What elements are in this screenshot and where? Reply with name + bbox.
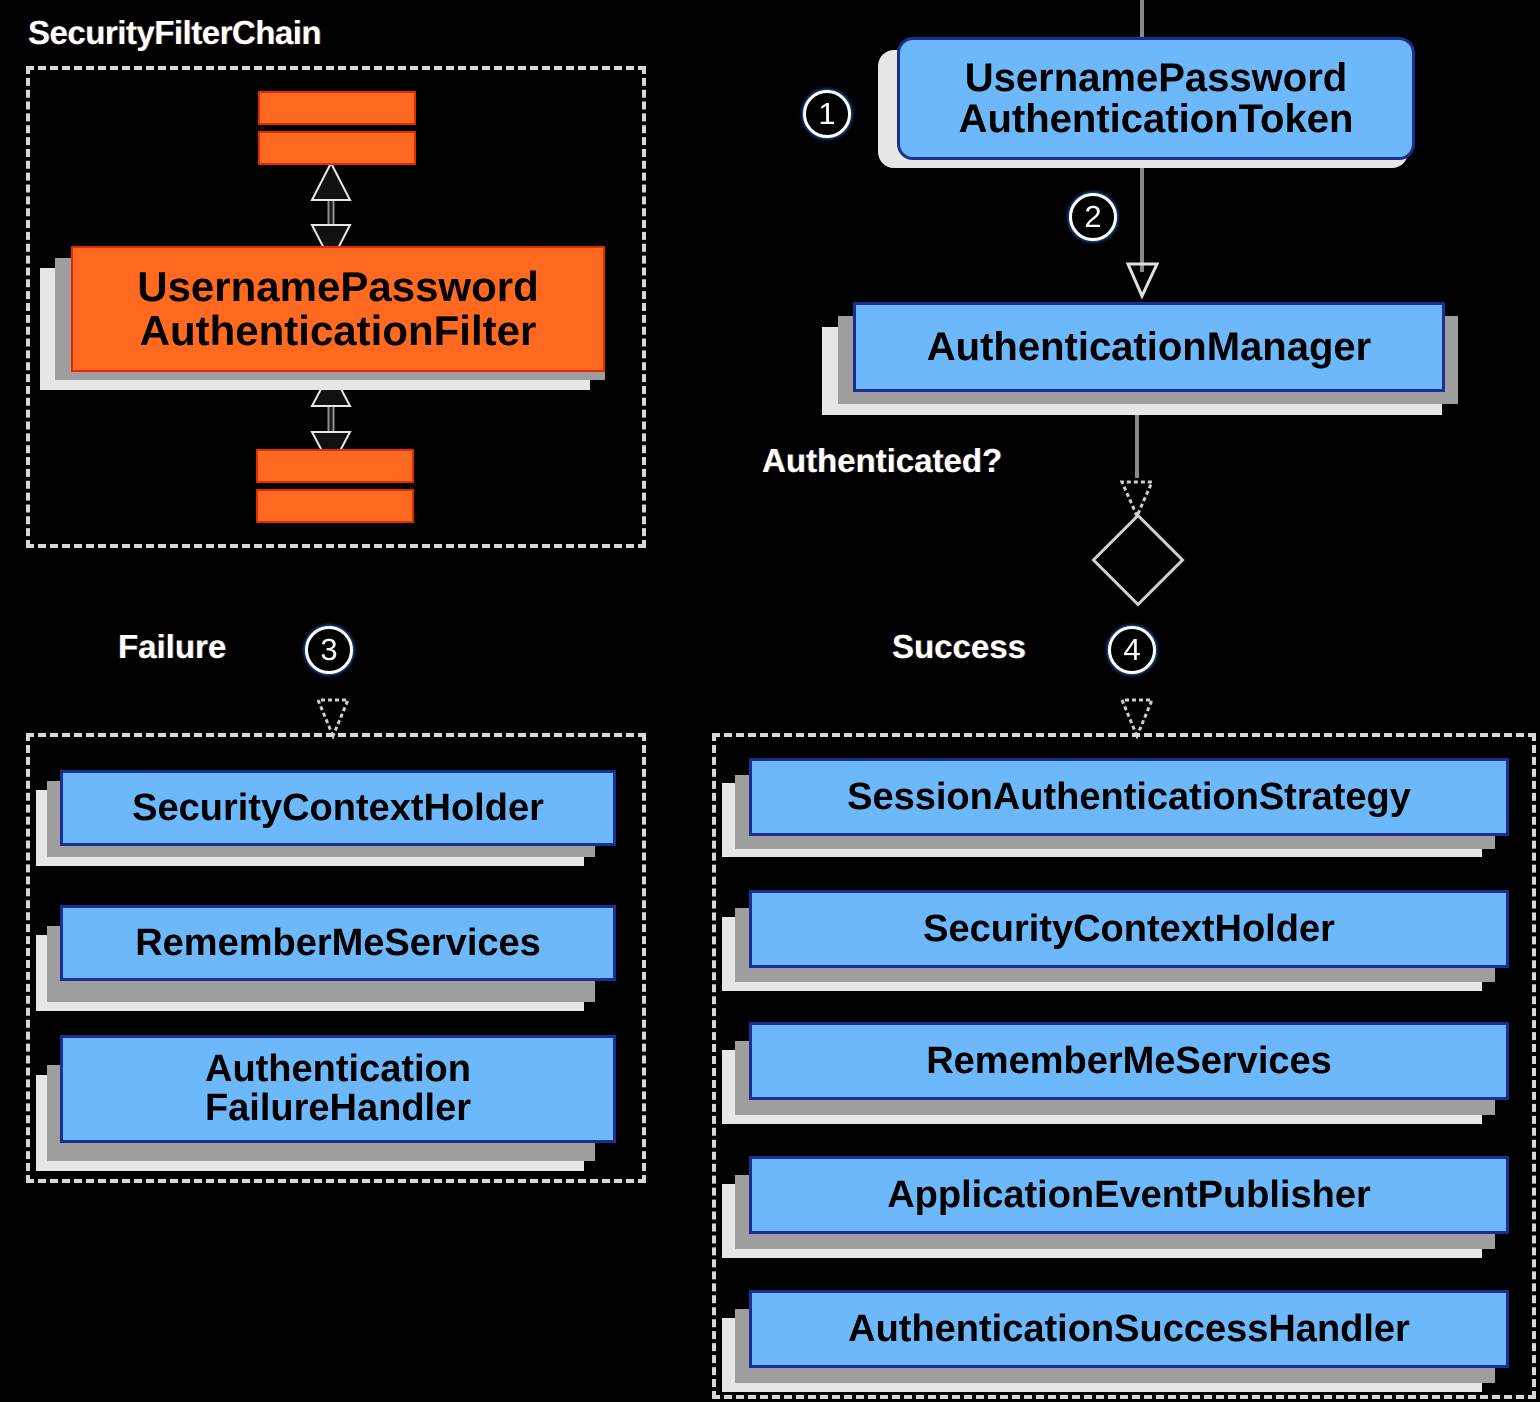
step-number-4: 4	[1108, 626, 1156, 674]
node-username-password-authentication-filter[interactable]: UsernamePassword AuthenticationFilter	[71, 246, 605, 372]
step-number-2: 2	[1069, 193, 1117, 241]
failure-item-3[interactable]: Authentication FailureHandler	[60, 1035, 616, 1143]
step-number-1: 1	[803, 90, 851, 138]
success-item-5[interactable]: AuthenticationSuccessHandler	[749, 1290, 1509, 1368]
step-number-3: 3	[305, 626, 353, 674]
success-item-2[interactable]: SecurityContextHolder	[749, 890, 1509, 968]
decision-diamond	[1091, 513, 1185, 607]
node-username-password-authentication-token[interactable]: UsernamePassword AuthenticationToken	[897, 37, 1415, 160]
success-item-1[interactable]: SessionAuthenticationStrategy	[749, 758, 1509, 836]
group-security-filter-chain	[26, 66, 646, 548]
wire-decision-to-failure	[315, 605, 1139, 740]
wire-token-to-manager	[1125, 165, 1160, 300]
success-item-4[interactable]: ApplicationEventPublisher	[749, 1156, 1509, 1234]
success-item-3[interactable]: RememberMeServices	[749, 1022, 1509, 1100]
filter-bar-below-2	[256, 489, 414, 523]
failure-item-1[interactable]: SecurityContextHolder	[60, 770, 616, 846]
filter-bar-above-1	[258, 91, 416, 125]
filter-bar-above-2	[258, 131, 416, 165]
group-title-security-filter-chain: SecurityFilterChain	[28, 14, 322, 51]
node-authentication-manager[interactable]: AuthenticationManager	[853, 302, 1445, 392]
group-failure	[26, 733, 646, 1183]
filter-bar-below-1	[256, 449, 414, 483]
branch-label-failure: Failure	[118, 628, 227, 665]
decision-label-authenticated: Authenticated?	[762, 442, 1003, 479]
group-success	[712, 733, 1536, 1399]
failure-item-2[interactable]: RememberMeServices	[60, 905, 616, 981]
branch-label-success: Success	[892, 628, 1026, 665]
